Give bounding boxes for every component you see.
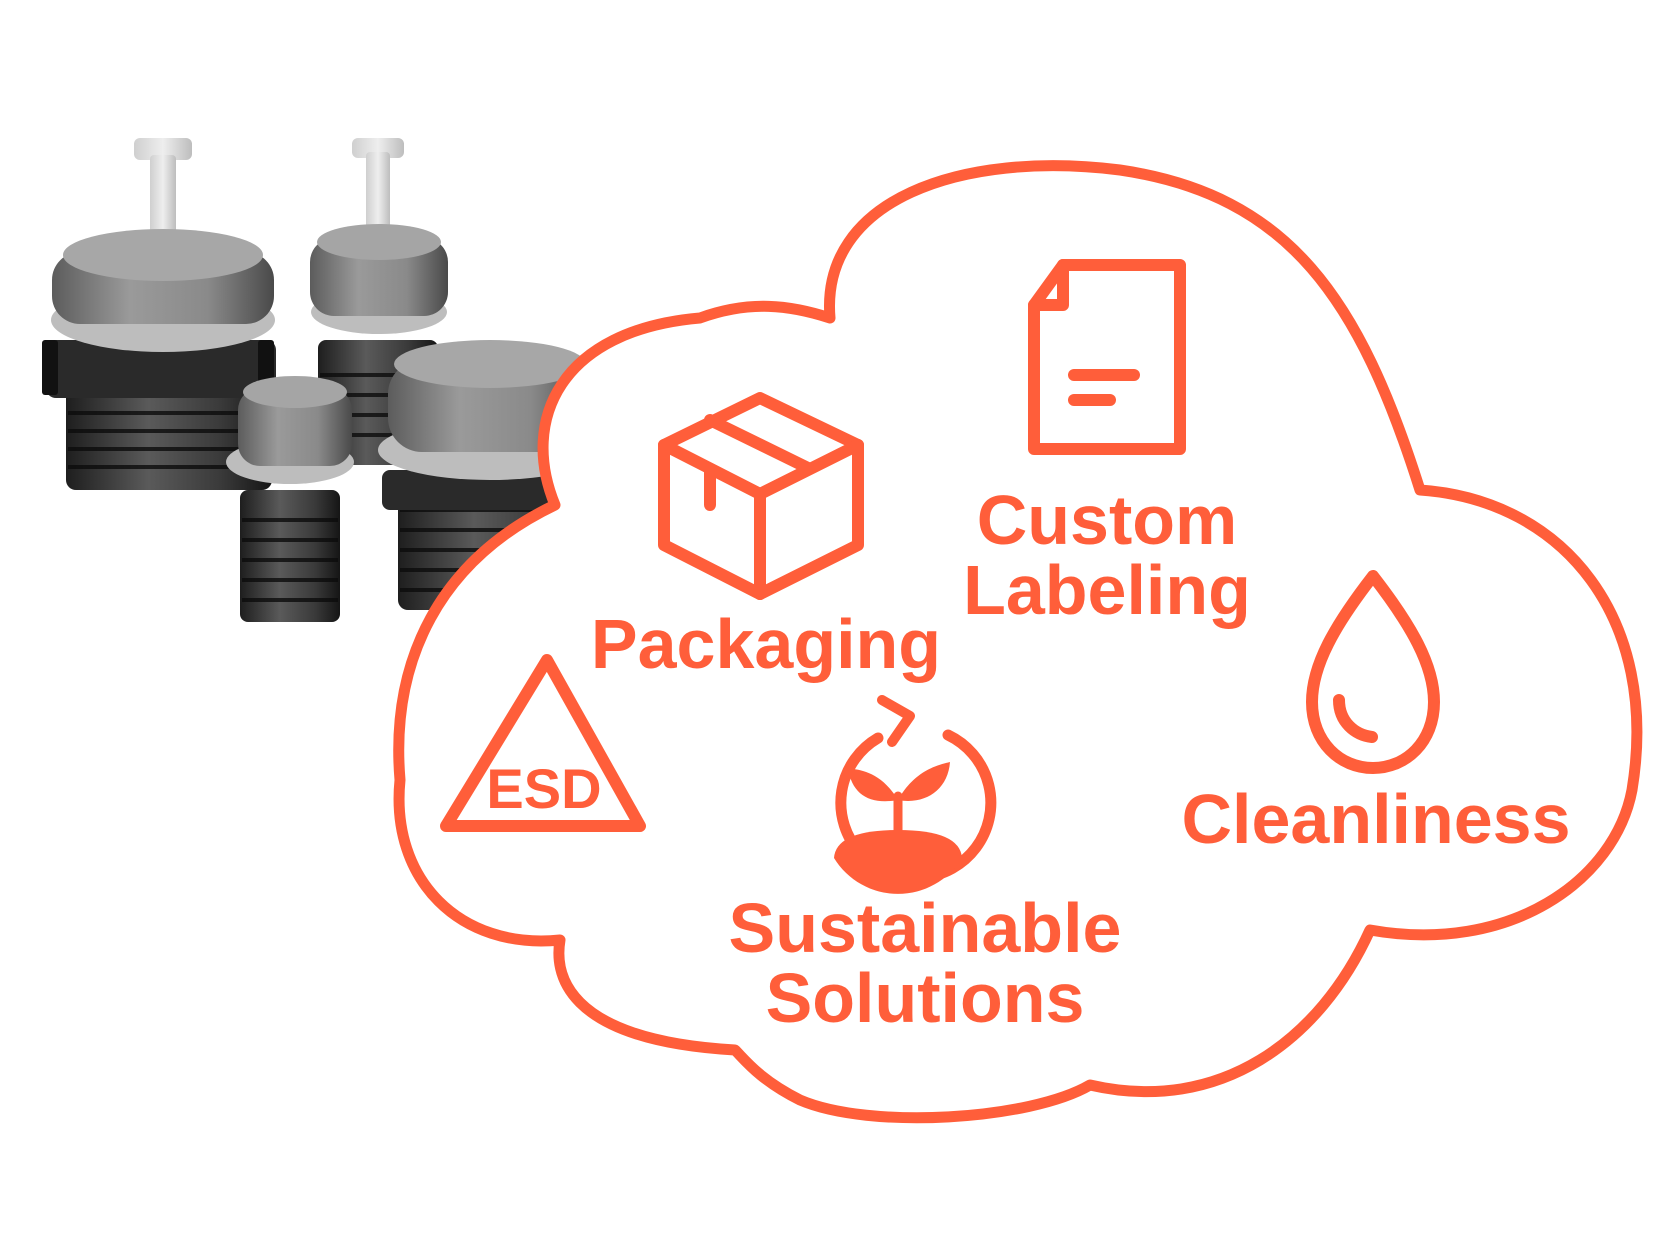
packaging-item: Packaging: [591, 392, 941, 683]
sustainable-label-line: Sustainable: [729, 889, 1122, 967]
esd-label-line: ESD: [486, 757, 601, 820]
custom-labeling-label-line: Custom: [977, 481, 1238, 559]
custom-labeling-label-line: Labeling: [963, 551, 1251, 629]
plug-cap-1: [42, 138, 276, 490]
warning-triangle-icon: [440, 654, 646, 832]
packaging-label-line: Packaging: [591, 605, 941, 683]
sprout-cycle-icon: [834, 695, 997, 894]
cloud-outline-icon: [393, 160, 1643, 1124]
cleanliness-item: Cleanliness: [1181, 570, 1571, 858]
plug-cap-3: [226, 376, 354, 622]
esd-label: ESD: [486, 757, 601, 820]
sustainable-label-line: Solutions: [766, 959, 1085, 1037]
packaging-label: Packaging: [591, 605, 941, 683]
product-photo: [42, 138, 602, 622]
document-icon: [1028, 259, 1186, 455]
cleanliness-label-line: Cleanliness: [1181, 780, 1570, 858]
esd-item: ESD: [440, 654, 646, 832]
cleanliness-label: Cleanliness: [1181, 780, 1570, 858]
box-icon: [658, 392, 864, 600]
water-drop-icon: [1306, 570, 1440, 774]
